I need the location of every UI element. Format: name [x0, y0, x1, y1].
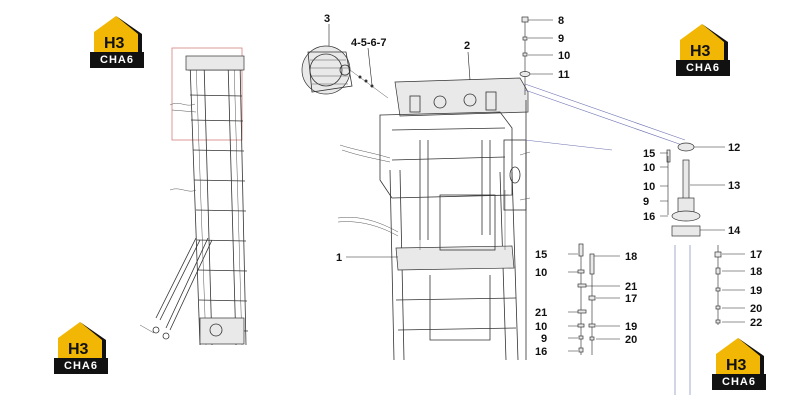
callout-1: 1	[336, 252, 342, 264]
callout-9-lower: 9	[541, 333, 547, 345]
main-mast-frame	[337, 77, 531, 361]
lower-fastener-stack-right	[714, 245, 745, 325]
callout-21-lower-a: 21	[625, 281, 637, 293]
callout-19-right: 19	[750, 285, 762, 297]
callout-2: 2	[464, 40, 470, 52]
callout-9-right: 9	[643, 196, 649, 208]
callout-16-right: 16	[643, 211, 655, 223]
pulley-assembly	[301, 45, 389, 99]
logo-text: H3	[68, 341, 89, 358]
callout-18-right: 18	[750, 266, 762, 278]
callout-13: 13	[728, 180, 740, 192]
callout-9-top: 9	[558, 33, 564, 45]
callout-17-lower: 17	[625, 293, 637, 305]
brand-logo-bottom-left: H3 CHA6	[48, 318, 112, 378]
callout-14: 14	[728, 225, 741, 237]
callout-8: 8	[558, 15, 564, 27]
callout-labels: 1 2 3 4-5-6-7 8 9 10 11 12 15 10 10 13 9…	[324, 13, 762, 358]
assembly-guide-lines	[524, 83, 686, 147]
brand-logo-bottom-right: H3 CHA6	[706, 334, 770, 394]
callout-20-right: 20	[750, 303, 762, 315]
callout-10-right-b: 10	[643, 181, 655, 193]
logo-house-icon: H3	[58, 322, 106, 358]
logo-text: H3	[726, 357, 747, 374]
logo-house-icon: H3	[680, 24, 728, 60]
cylinder-guide-lines	[674, 245, 691, 395]
guide-line-mid	[524, 139, 613, 151]
highlight-box	[171, 47, 243, 141]
logo-tag: CHA6	[676, 60, 730, 76]
callout-12: 12	[728, 142, 740, 154]
logo-tag: CHA6	[712, 374, 766, 390]
callout-21-lower-b: 21	[535, 307, 547, 319]
callout-11: 11	[558, 69, 570, 81]
callout-15-right: 15	[643, 148, 655, 160]
small-mast-assembly	[139, 47, 249, 346]
logo-tag: CHA6	[90, 52, 144, 68]
callout-18-lower: 18	[625, 251, 637, 263]
callout-3: 3	[324, 13, 330, 25]
brand-logo-top-right: H3 CHA6	[670, 20, 734, 80]
logo-text: H3	[690, 43, 711, 60]
callout-10-right-a: 10	[643, 162, 655, 174]
callout-17-right: 17	[750, 249, 762, 261]
callout-16-lower: 16	[535, 346, 547, 358]
logo-tag: CHA6	[54, 358, 108, 374]
logo-house-icon: H3	[716, 338, 764, 374]
callout-20-lower: 20	[625, 334, 637, 346]
callout-leaders	[328, 24, 471, 258]
lift-cylinder-assembly	[660, 142, 725, 237]
callout-15-lower: 15	[535, 249, 547, 261]
callout-22: 22	[750, 317, 762, 329]
upper-fastener-stack	[519, 16, 553, 95]
callout-10-lower-a: 10	[535, 267, 547, 279]
callout-4-5-6-7: 4-5-6-7	[351, 37, 386, 49]
callout-10-lower-b: 10	[535, 321, 547, 333]
logo-text: H3	[104, 35, 125, 52]
lower-fastener-stack-left	[568, 243, 620, 355]
callout-10-top: 10	[558, 50, 570, 62]
brand-logo-top-left: H3 CHA6	[84, 12, 148, 72]
callout-19-lower: 19	[625, 321, 637, 333]
logo-house-icon: H3	[94, 16, 142, 52]
